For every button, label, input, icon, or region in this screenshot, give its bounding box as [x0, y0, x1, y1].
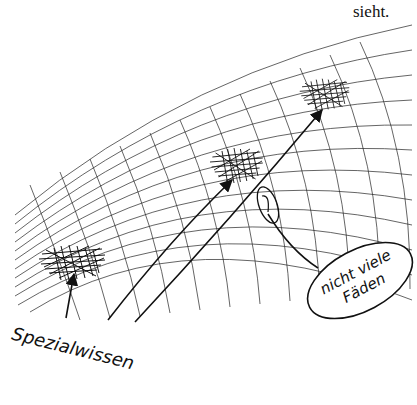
- note-text: nicht viele Fäden: [316, 246, 405, 315]
- text-fragment: sieht.: [350, 2, 392, 22]
- circled-note: nicht viele Fäden: [293, 224, 417, 337]
- handwritten-label: Spezialwissen: [7, 322, 140, 374]
